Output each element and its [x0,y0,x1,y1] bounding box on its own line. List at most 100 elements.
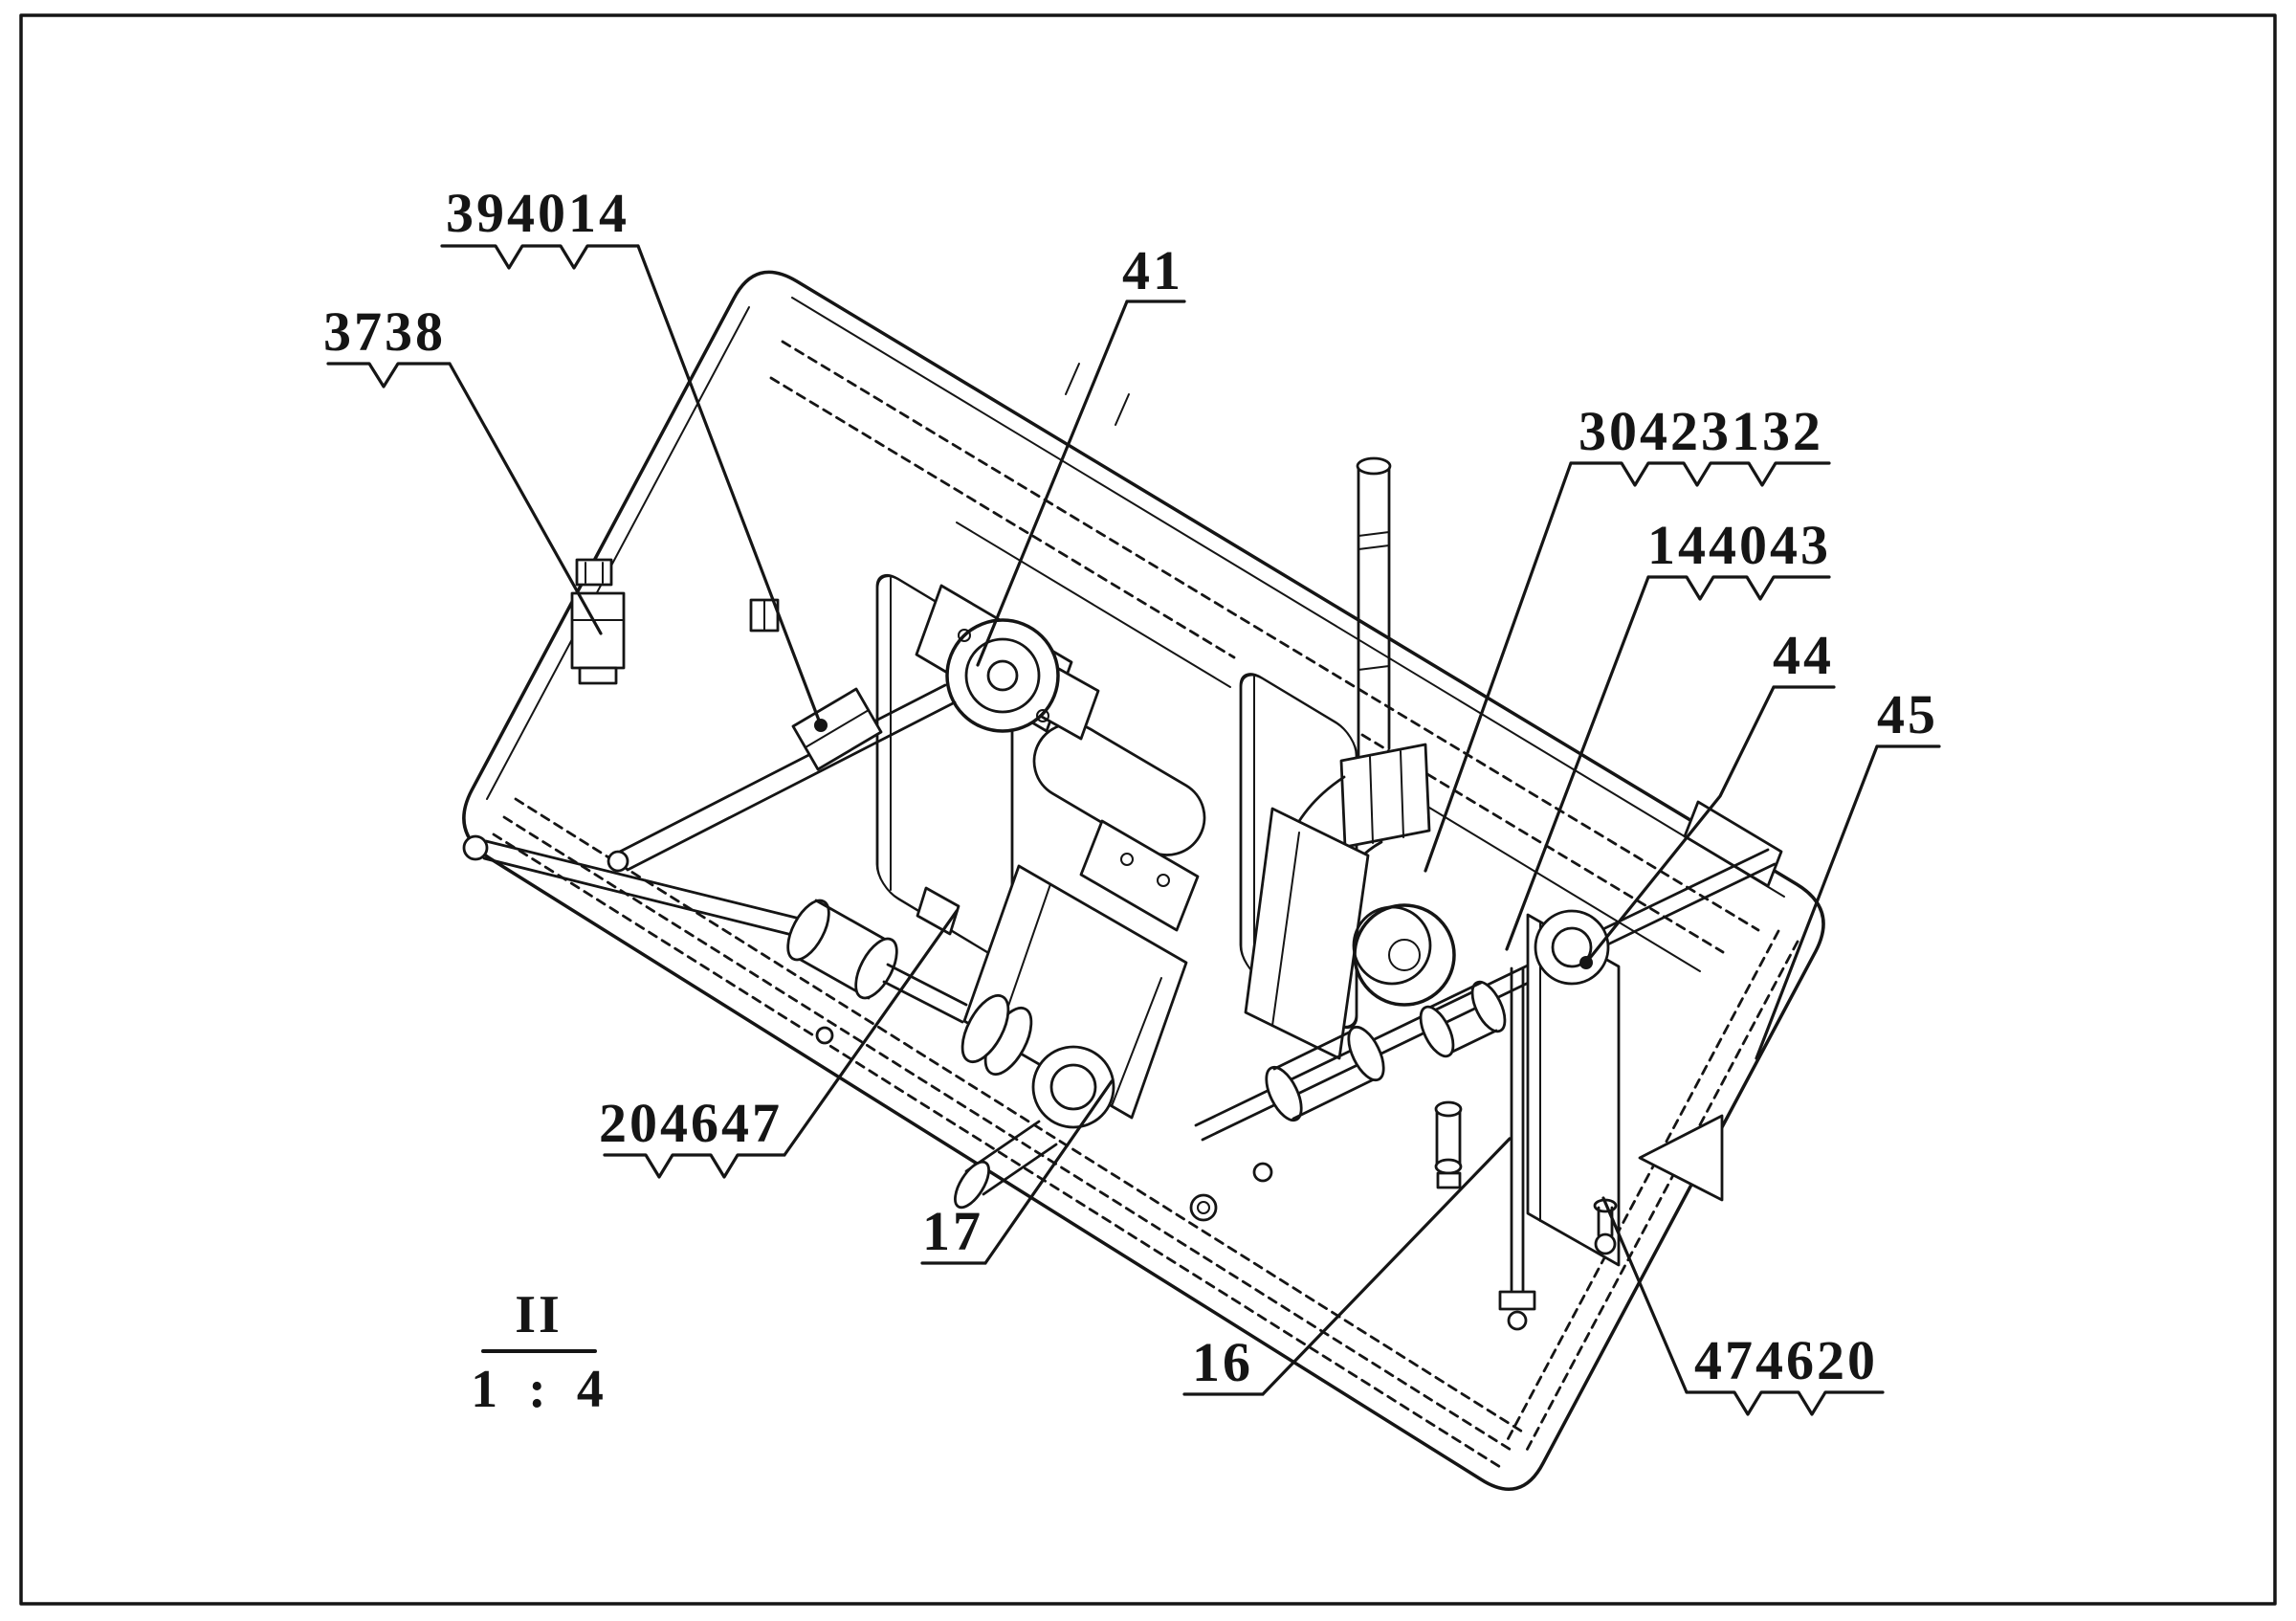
leader-474620 [1601,1196,1885,1416]
upper-shaft-bottom-edge [626,700,957,872]
rail-notch-ticks [1065,363,1130,426]
callout-17-label: 17 [922,1200,983,1262]
callout-16-label: 16 [1192,1331,1253,1393]
pin-rod-foot-bolt [1507,1310,1528,1331]
valve-bottom-boss-bore [1049,1063,1097,1111]
leader-41 [976,300,1186,667]
pipe-assembly [1244,456,1456,1060]
plate-right-rail-2 [1504,929,1780,1445]
elbow-hex-facets [1369,750,1404,844]
bracket-coupling-rear-face [1470,980,1507,1033]
flange-hub [1388,939,1421,971]
leader-44 [1584,685,1836,965]
bottom-cylinder-walls [1435,1108,1462,1167]
leader-16 [1182,1137,1512,1396]
bottom-bolt-washer [1594,1232,1617,1255]
coupling-sleeve-right-face [854,937,898,1000]
callout-41-label: 41 [1122,239,1183,301]
rod-sleeve-right-face [1347,1025,1385,1082]
bracket-coupling-front-face [1419,1005,1455,1058]
valve-assembly [916,819,1200,1210]
leader-44-dot [1579,956,1593,969]
bottom-cylinder-top [1434,1100,1463,1118]
callout-204647-label: 204647 [599,1092,783,1154]
clamp-bolt-head [575,558,613,587]
plate-bottom-rail-2 [502,815,1512,1452]
leader-30423132 [1424,461,1831,873]
plate-top-rail-1 [781,340,1760,932]
valve-cap-bolt-2 [1157,874,1170,887]
valve-top-cap [1079,819,1200,932]
flange-ring-outer [1353,903,1456,1007]
upper-shaft-sleeve-facet [805,709,870,748]
rail-step-plate [1683,800,1783,888]
coupling-sleeve-left-face [786,899,830,962]
plate-left-inner-edge [486,306,750,800]
pin-rod-foot [1498,1290,1536,1311]
bottom-cylinder-base [1434,1158,1463,1175]
triangle-cutout [1638,1114,1724,1202]
scale-note: II 1 : 4 [471,1285,612,1419]
callout-45-label: 45 [1877,683,1938,745]
lower-shaft-bottom-edge [482,856,798,938]
callout-394014-label: 394014 [446,182,629,244]
bearing-hub [986,659,1019,692]
leader-3738 [326,362,603,635]
plate-bottom-rail-3 [514,797,1524,1433]
small-stud-right [1252,1162,1273,1183]
leader-394014 [440,244,823,727]
valve-left-flange-front [960,994,1010,1063]
plate-top-inner-edge [791,297,1785,898]
view-label: II [515,1285,563,1344]
lower-shaft-eye-end [462,834,489,861]
plate-right-rail-1 [1523,940,1799,1455]
bracket-bearing-bore [1551,926,1593,968]
bearing-outer-ring [945,618,1060,733]
bearing-bolt-1 [958,629,971,642]
callout-labels: 3738 394014 41 30423132 144043 44 45 204… [323,182,1938,1393]
elbow-hex-fitting [1339,743,1431,849]
small-stud-left [815,1026,834,1045]
callout-474620-label: 474620 [1694,1329,1878,1391]
paddle-slot [1032,722,1206,856]
lower-shaft [462,834,968,1024]
upper-shaft-top-edge [616,683,947,855]
bottom-cylinder-nut [1436,1171,1462,1189]
pipe-valve-facet [1271,832,1300,1027]
plate-bottom-rail-1 [492,833,1502,1469]
callout-144043-label: 144043 [1647,514,1831,576]
lower-shaft-top-edge [484,839,802,921]
center-hex-bore [1197,1201,1210,1214]
rod-sleeve-walls [1272,1027,1378,1121]
clamp-base [578,666,618,685]
upper-shaft-end-cap [607,850,629,873]
clamp-fitting [570,558,626,685]
rod-sleeve-left-face [1265,1065,1303,1122]
bearing-bolt-2 [1036,709,1049,722]
small-nut [749,598,780,633]
lower-shaft-stub [882,963,968,1024]
callout-30423132-label: 30423132 [1578,400,1823,462]
callout-3738-label: 3738 [323,300,446,363]
plate-cutouts [875,573,1783,1202]
bearing-assembly [915,584,1100,741]
scale-ratio-label: 1 : 4 [471,1360,612,1419]
valve-cap-bolt-1 [1120,853,1134,866]
base-plate-outline [462,270,1825,1491]
flange-ring-inner [1352,905,1432,986]
clamp-bolt-facets [585,562,604,584]
leader-144043 [1505,575,1831,951]
leader-394014-dot [814,719,828,732]
standpipe-bands [1358,531,1390,671]
center-hex-washer [1189,1193,1218,1222]
leader-45 [1755,744,1941,1060]
callout-44-label: 44 [1773,624,1834,686]
valve-stub-end-face [954,1160,990,1210]
bearing-inner-ring [964,637,1041,714]
bottom-fittings [815,1026,1618,1255]
leader-204647 [603,909,959,1179]
vertical-pin-rod [1510,966,1525,1296]
leader-17 [920,1079,1114,1265]
